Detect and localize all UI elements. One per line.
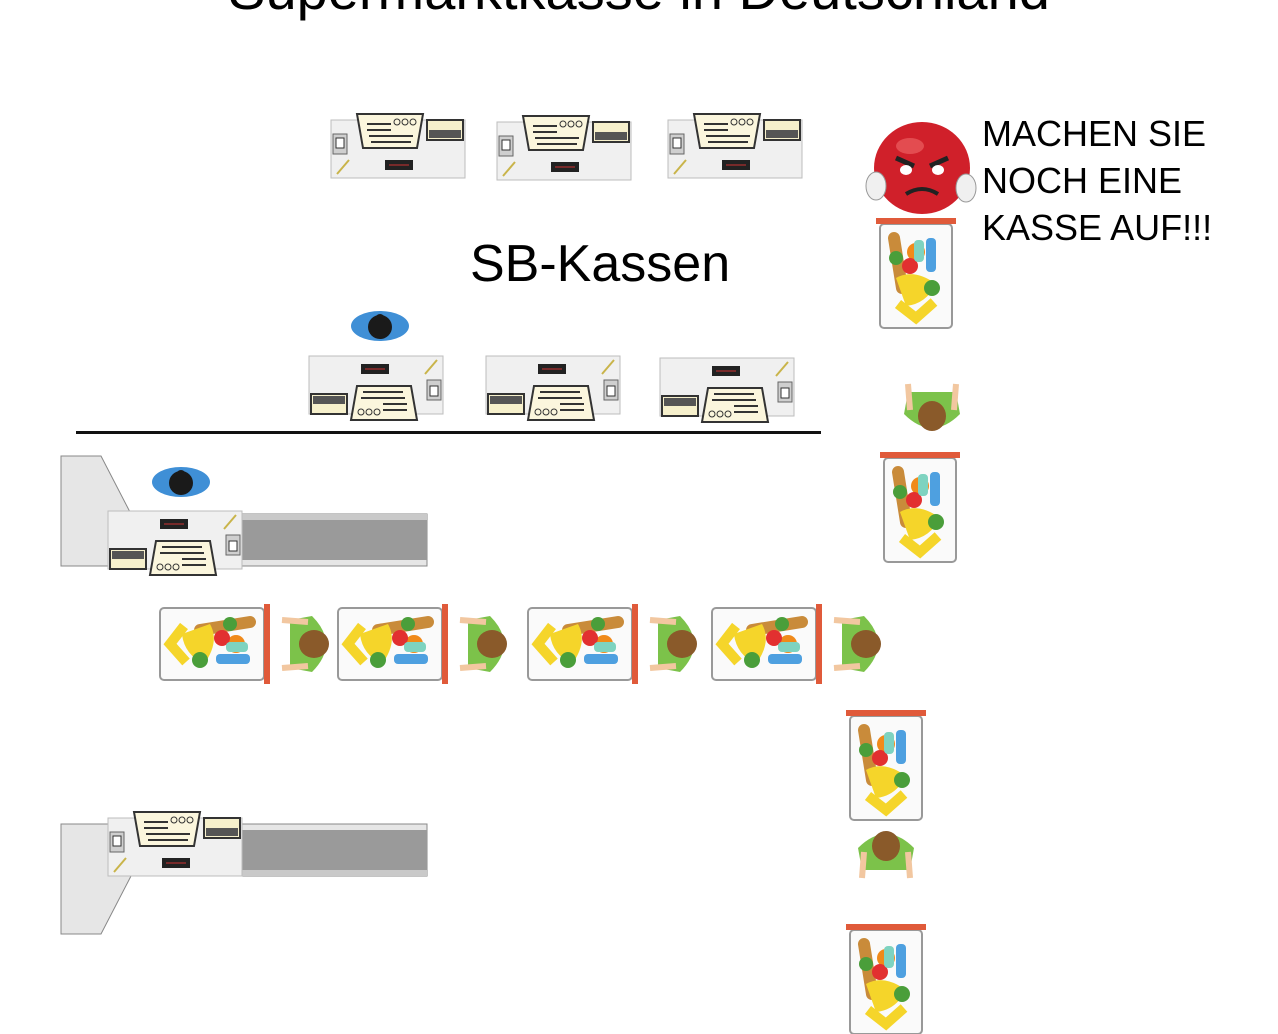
customer-cart-icon <box>712 600 888 688</box>
cashier-icon <box>152 467 210 497</box>
cashier-icon <box>351 311 409 341</box>
customer-cart-icon <box>876 218 966 328</box>
register-icon <box>308 355 444 421</box>
speech-text: MACHEN SIE NOCH EINE KASSE AUF!!! <box>982 113 1213 248</box>
register-icon <box>659 357 795 423</box>
divider-line <box>76 431 821 434</box>
page-title: Supermarktkasse in Deutschland <box>0 0 1278 20</box>
register-icon <box>667 113 803 179</box>
customer-cart-icon <box>528 600 704 688</box>
register-icon <box>107 510 243 576</box>
sb-kassen-label: SB-Kassen <box>470 235 731 293</box>
customer-cart-icon <box>338 600 514 688</box>
customer-cart-icon <box>846 924 936 1034</box>
angry-face-icon <box>865 122 977 214</box>
register-icon <box>107 811 243 877</box>
register-icon <box>330 113 466 179</box>
register-icon <box>485 355 621 421</box>
customer-cart-icon <box>160 600 336 688</box>
register-icon <box>496 115 632 181</box>
customer-cart-icon <box>876 390 966 566</box>
customer-cart-icon <box>846 710 936 886</box>
